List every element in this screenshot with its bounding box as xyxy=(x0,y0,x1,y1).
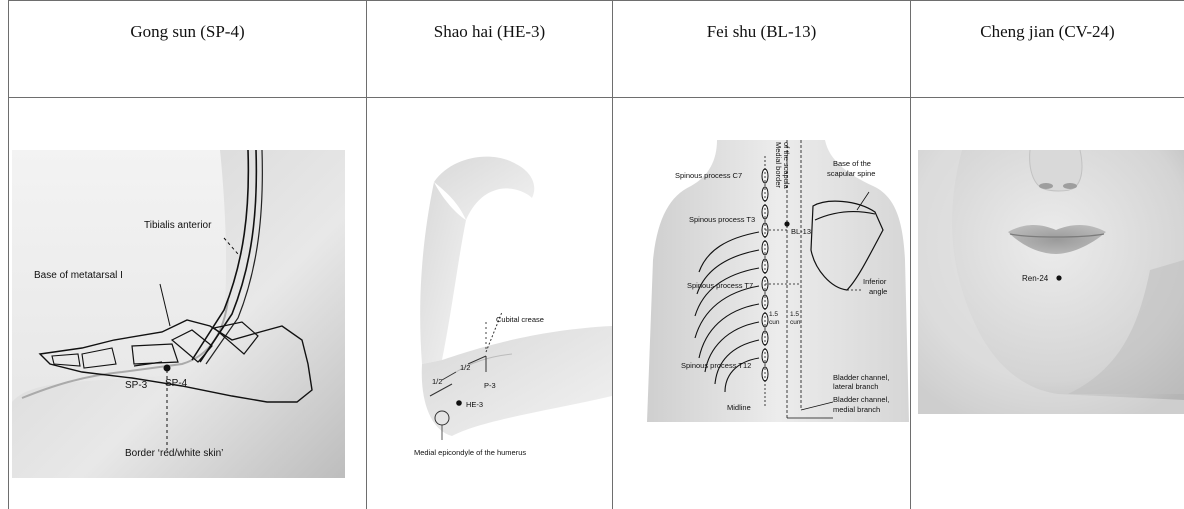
label-t12: Spinous process T12 xyxy=(681,361,751,370)
foot-illustration: Tibialis anterior Base of metatarsal I S… xyxy=(12,150,345,478)
bl13-point xyxy=(784,221,789,226)
arm-illustration: Cubital crease 1/2 1/2 P-3 HE-3 Medial e… xyxy=(412,150,612,462)
header-fei-shu: Fei shu (BL-13) xyxy=(613,0,910,96)
label-cun-right-2: cun xyxy=(790,319,801,326)
label-p3: P-3 xyxy=(484,381,496,390)
header-gong-sun: Gong sun (SP-4) xyxy=(9,0,366,96)
header-cheng-jian: Cheng jian (CV-24) xyxy=(911,0,1184,96)
label-cun-right-1: 1.5 xyxy=(790,311,799,318)
face-photo: Ren-24 xyxy=(918,150,1184,414)
header-row-divider xyxy=(8,97,1184,98)
label-he3: HE-3 xyxy=(466,400,483,409)
label-base-spine-2: scapular spine xyxy=(827,169,875,178)
label-bl13: BL-13 xyxy=(791,227,811,236)
label-medial-2: medial branch xyxy=(833,405,880,414)
label-base-metatarsal: Base of metatarsal I xyxy=(34,270,123,281)
label-half-right: 1/2 xyxy=(460,363,470,372)
label-base-spine-1: Base of the xyxy=(833,159,871,168)
he3-point xyxy=(456,400,462,406)
label-t3: Spinous process T3 xyxy=(689,215,755,224)
label-cubital-crease: Cubital crease xyxy=(496,315,544,324)
label-tibialis-anterior: Tibialis anterior xyxy=(144,220,212,231)
label-cun-left-1: 1.5 xyxy=(769,311,778,318)
label-inferior-2: angle xyxy=(869,287,887,296)
ren24-point xyxy=(1056,275,1061,280)
label-c7: Spinous process C7 xyxy=(675,171,742,180)
label-inferior-1: Inferior xyxy=(863,277,887,286)
label-t7: Spinous process T7 xyxy=(687,281,753,290)
label-medial-1: Bladder channel, xyxy=(833,395,889,404)
label-ren24: Ren-24 xyxy=(1022,274,1049,283)
label-lateral-2: lateral branch xyxy=(833,382,878,391)
header-shao-hai: Shao hai (HE-3) xyxy=(367,0,612,96)
label-sp4: SP-4 xyxy=(165,378,188,389)
label-half-left: 1/2 xyxy=(432,377,442,386)
label-medial-epicondyle: Medial epicondyle of the humerus xyxy=(414,448,526,457)
back-illustration: Spinous process C7 Spinous process T3 Sp… xyxy=(647,140,909,422)
label-medial-border: Medial border xyxy=(774,142,783,188)
label-midline: Midline xyxy=(727,403,751,412)
label-cun-left-2: cun xyxy=(769,319,780,326)
label-sp3: SP-3 xyxy=(125,380,148,391)
label-lateral-1: Bladder channel, xyxy=(833,373,889,382)
label-of-scapula: of the scapula xyxy=(782,142,791,190)
label-border-skin: Border ‘red/white skin’ xyxy=(125,448,223,459)
